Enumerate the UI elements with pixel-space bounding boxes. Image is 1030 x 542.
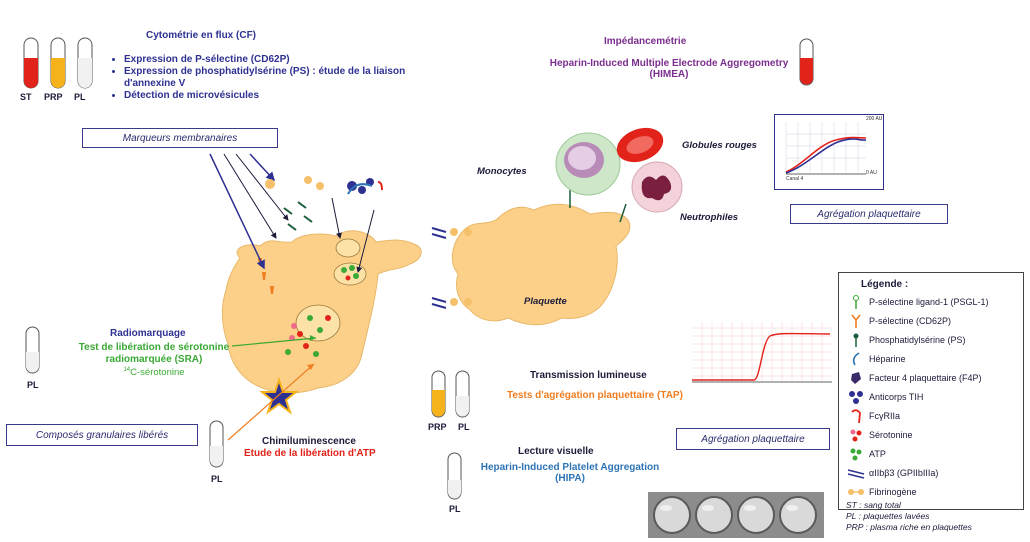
chemi-title: Chimiluminescence — [262, 436, 356, 447]
fcgr-icon — [851, 409, 861, 423]
legend-label-pselectin: P-sélectine (CD62P) — [869, 316, 952, 326]
legend-label-integrin: αIIbβ3 (GPIIbIIIa) — [869, 468, 939, 478]
tube-visual — [447, 452, 462, 500]
abbreviations: ST : sang total PL : plaquettes lavées P… — [846, 500, 972, 533]
legend-label-serotonin: Sérotonine — [869, 430, 913, 440]
radiolabel-line1: Test de libération de sérotonine — [78, 342, 230, 353]
heparin-icon — [852, 352, 860, 366]
platelet-right — [431, 190, 631, 326]
legend-label-f4p: Facteur 4 plaquettaire (F4P) — [869, 373, 982, 383]
pselectin-icon — [851, 314, 861, 328]
integrin-icon — [847, 469, 865, 479]
legend-item-serotonin: Sérotonine — [847, 428, 913, 442]
radiolabel-line2: radiomarquée (SRA) — [105, 354, 203, 365]
box-membrane-markers: Marqueurs membranaires — [82, 128, 278, 148]
tube-chemi — [209, 420, 224, 468]
serotonin-icon — [850, 429, 862, 442]
arrow-radiolabel — [232, 335, 317, 347]
legend-item-pselectin: P-sélectine (CD62P) — [847, 314, 951, 328]
cytometry-title: Cytométrie en flux (CF) — [146, 30, 257, 41]
tube-label-chemi: PL — [211, 474, 223, 484]
graph-top-label-low: 0 AU — [866, 170, 877, 176]
label-neutrophils: Neutrophiles — [680, 212, 739, 223]
atp-icon — [850, 448, 862, 461]
legend-label-atp: ATP — [869, 449, 886, 459]
legend-item-antibody: Anticorps TIH — [847, 390, 923, 404]
tube-label-visual: PL — [449, 504, 461, 514]
tubes-top-left — [23, 37, 93, 89]
radiolabel-rest: C-sérotonine — [130, 367, 185, 379]
tube-label-radiolabel: PL — [27, 380, 39, 390]
legend: Légende : P-sélectine ligand-1 (PSGL-1) … — [838, 272, 1024, 510]
tube-label-light-pl: PL — [458, 422, 470, 432]
graph-light-transmission — [692, 322, 832, 388]
radiolabel-sup: 14 — [123, 367, 131, 373]
cell-monocyte — [555, 132, 621, 196]
tube-impedance — [799, 38, 814, 86]
cytometry-list: Expression de P-sélectine (CD62P) Expres… — [112, 54, 412, 102]
legend-label-fcgr: FcγRIIa — [869, 411, 901, 421]
psgl1-icon — [853, 295, 859, 309]
label-red-cells: Globules rouges — [682, 140, 757, 151]
pf4-icon — [851, 372, 861, 384]
molecules-top — [265, 176, 383, 231]
cytometry-item-1: Expression de P-sélectine (CD62P) — [124, 54, 412, 66]
legend-label-antibody: Anticorps TIH — [869, 392, 924, 402]
arrows-membrane — [209, 153, 375, 273]
arrow-chemi — [227, 363, 315, 441]
abbr-pl: PL : plaquettes lavées — [846, 511, 930, 521]
abbr-st: ST : sang total — [846, 500, 901, 510]
legend-item-integrin: αIIbβ3 (GPIIbIIIa) — [847, 466, 938, 480]
abbr-prp: PRP : plasma riche en plaquettes — [846, 522, 972, 532]
impedance-subtitle: Heparin-Induced Multiple Electrode Aggre… — [549, 58, 789, 80]
cell-red-blood — [616, 127, 664, 163]
visual-title: Lecture visuelle — [518, 446, 594, 457]
legend-label-psgl1: P-sélectine ligand-1 (PSGL-1) — [869, 297, 989, 307]
light-title: Transmission lumineuse — [530, 370, 647, 381]
tube-label-prp: PRP — [44, 92, 63, 102]
legend-item-psgl1: P-sélectine ligand-1 (PSGL-1) — [847, 295, 989, 309]
tube-prp — [50, 37, 66, 89]
radiolabel-title: Radiomarquage — [110, 328, 186, 339]
phosphatidylserine-icon — [853, 333, 859, 347]
light-subtitle: Tests d'agrégation plaquettaire (TAP) — [507, 390, 683, 401]
impedance-title: Impédancemétrie — [604, 36, 687, 47]
tube-pl — [77, 37, 93, 89]
tube-label-light-prp: PRP — [428, 422, 447, 432]
graph-top-label-channel: Canal 4 — [786, 176, 804, 182]
tubes-light — [431, 370, 470, 418]
tube-radiolabel — [25, 326, 40, 374]
legend-label-heparin: Héparine — [869, 354, 906, 364]
legend-label-ps: Phosphatidylsérine (PS) — [869, 335, 966, 345]
legend-item-atp: ATP — [847, 447, 886, 461]
box-aggregation-mid: Agrégation plaquettaire — [676, 428, 830, 450]
radiolabel-line3: 14C-sérotonine — [74, 367, 234, 378]
fibrinogen-icon — [848, 489, 864, 495]
antibody-icon — [849, 391, 863, 404]
tube-label-pl: PL — [74, 92, 86, 102]
well-plate-photo — [648, 492, 824, 538]
visual-subtitle: Heparin-Induced Platelet Aggregation (HI… — [480, 462, 660, 484]
tube-st — [23, 37, 39, 89]
legend-item-fcgr: FcγRIIa — [847, 409, 900, 423]
graph-impedance — [774, 114, 884, 190]
legend-item-f4p: Facteur 4 plaquettaire (F4P) — [847, 371, 982, 385]
chemi-subtitle: Etude de la libération d'ATP — [244, 448, 376, 459]
legend-title: Légende : — [861, 279, 909, 290]
tube-label-st: ST — [20, 92, 32, 102]
legend-label-fibrinogen: Fibrinogène — [869, 487, 917, 497]
graph-top-label-high: 200 AU — [866, 116, 883, 122]
cytometry-item-3: Détection de microvésicules — [124, 90, 412, 102]
label-platelet: Plaquette — [524, 296, 567, 307]
legend-item-heparin: Héparine — [847, 352, 906, 366]
cell-neutrophil — [631, 161, 683, 213]
box-granular-compounds: Composés granulaires libérés — [6, 424, 198, 446]
legend-item-ps: Phosphatidylsérine (PS) — [847, 333, 966, 347]
cytometry-item-2: Expression de phosphatidylsérine (PS) : … — [124, 66, 412, 90]
label-monocytes: Monocytes — [477, 166, 527, 177]
box-aggregation-top: Agrégation plaquettaire — [790, 204, 948, 224]
legend-item-fibrinogen: Fibrinogène — [847, 485, 917, 499]
